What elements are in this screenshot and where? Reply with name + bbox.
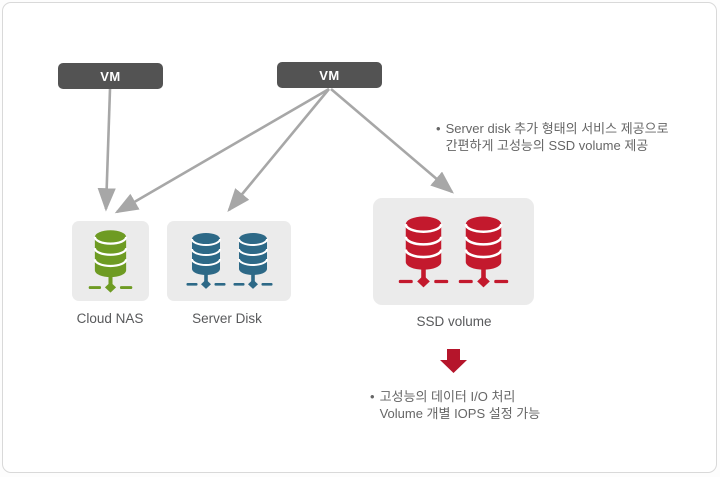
note-line: Server disk 추가 형태의 서비스 제공으로: [445, 121, 669, 136]
database-icon: [186, 231, 226, 291]
note-line: 간편하게 고성능의 SSD volume 제공: [445, 138, 649, 153]
vm-node-1-label: VM: [100, 68, 121, 84]
note-line: Volume 개별 IOPS 설정 가능: [379, 406, 541, 421]
note-line: 고성능의 데이터 I/O 처리: [379, 389, 516, 404]
bullet-icon: •: [370, 389, 375, 404]
storage-card-ssd-volume: [373, 198, 534, 305]
note-performance: • 고성능의 데이터 I/O 처리 Volume 개별 IOPS 설정 가능: [370, 388, 540, 422]
storage-label-ssd-volume: SSD volume: [416, 314, 492, 329]
storage-card-server-disk: [167, 221, 291, 301]
vm-node-2-label: VM: [319, 67, 340, 83]
note-text: Server disk 추가 형태의 서비스 제공으로 간편하게 고성능의 SS…: [446, 120, 669, 154]
down-arrow-icon: [440, 349, 467, 373]
storage-label-server-disk: Server Disk: [192, 311, 262, 326]
note-text: 고성능의 데이터 I/O 처리 Volume 개별 IOPS 설정 가능: [380, 388, 541, 422]
storage-label-cloud-nas: Cloud NAS: [76, 311, 144, 326]
vm-node-2: VM: [277, 62, 382, 88]
database-icon: [233, 231, 273, 291]
database-icon: [398, 214, 449, 290]
note-service-description: • Server disk 추가 형태의 서비스 제공으로 간편하게 고성능의 …: [436, 120, 669, 154]
bullet-icon: •: [436, 121, 441, 136]
vm-node-1: VM: [58, 63, 163, 89]
database-icon: [458, 214, 509, 290]
database-icon: [88, 228, 133, 295]
storage-card-cloud-nas: [72, 221, 149, 301]
